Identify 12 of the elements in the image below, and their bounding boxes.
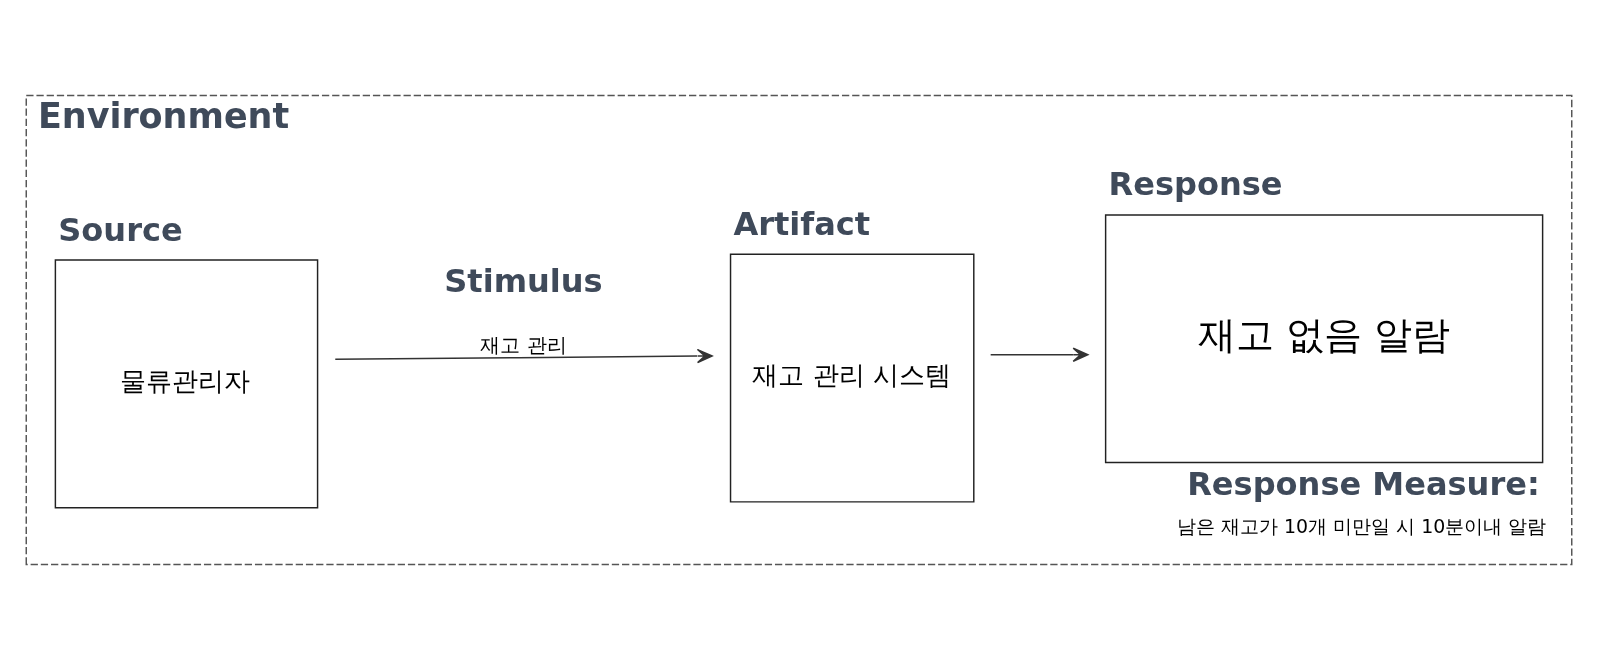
node-label: Response (1108, 164, 1283, 203)
node-box: 물류관리자 (54, 258, 319, 508)
node-label: Source (58, 210, 183, 249)
arrow (334, 348, 713, 363)
node-label: 남은 재고가 10개 미만일 시 10분이내 알람 (1177, 514, 1547, 537)
label: Stimulus (444, 261, 603, 300)
node-label: Response Measure: (1187, 464, 1540, 503)
node-box: 재고 없음 알람 (1104, 213, 1544, 463)
node-label: Artifact (733, 204, 871, 243)
edge-label: 재고 관리 (480, 332, 567, 357)
node-box: 재고 관리 시스템 (729, 253, 975, 503)
arrow (989, 346, 1089, 362)
